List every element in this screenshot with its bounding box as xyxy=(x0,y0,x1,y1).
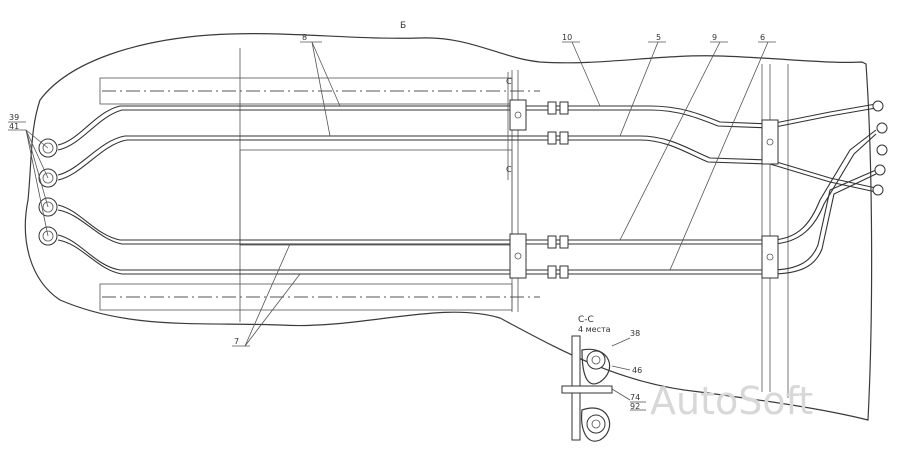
pipe-9 xyxy=(57,129,877,241)
callout-38: 38 xyxy=(630,329,640,338)
clamps-mid xyxy=(509,99,527,279)
callout-5: 5 xyxy=(656,33,661,42)
section-cc-title: С-С xyxy=(578,315,594,325)
callout-39: 39 xyxy=(9,113,19,122)
callout-7: 7 xyxy=(234,337,239,346)
section-cc-subtitle: 4 места xyxy=(578,325,611,334)
pipe-8b-inner xyxy=(57,139,877,193)
watermark: AutoSoft xyxy=(650,379,813,423)
clamps-right xyxy=(761,119,779,279)
callout-6: 6 xyxy=(760,33,765,42)
section-c-mid: С xyxy=(506,165,512,174)
body-outline xyxy=(24,32,873,421)
section-c-top: С xyxy=(506,77,512,86)
left-fittings xyxy=(38,138,58,246)
pipe-6 xyxy=(57,169,877,271)
callout-46: 46 xyxy=(632,366,642,375)
callout-10: 10 xyxy=(562,33,572,42)
callout-8: 8 xyxy=(302,33,307,42)
leader-lines xyxy=(8,41,776,347)
right-fittings xyxy=(872,100,888,196)
view-label: Б xyxy=(400,21,406,31)
center-box xyxy=(239,149,513,246)
callout-9: 9 xyxy=(712,33,717,42)
pipe-8b xyxy=(57,135,877,189)
pipe-9-inner xyxy=(57,133,877,245)
callout-92: 92 xyxy=(630,402,640,411)
callout-74: 74 xyxy=(630,393,640,402)
callout-41: 41 xyxy=(9,122,19,131)
pipe-8a xyxy=(57,103,877,146)
couplings xyxy=(547,101,569,279)
pipe-8a-inner xyxy=(57,107,877,151)
pipe-6-inner xyxy=(57,173,877,275)
section-cc-detail xyxy=(561,335,646,442)
